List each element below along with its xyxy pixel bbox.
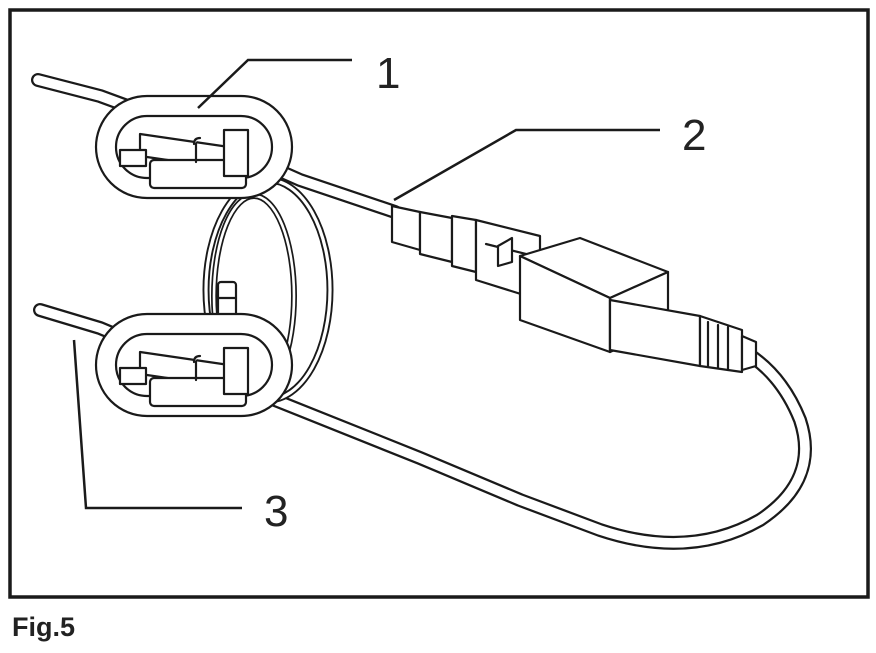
- leader-line-1: [197, 58, 352, 109]
- callout-2: 2: [682, 111, 706, 160]
- leader-line-2: [393, 128, 660, 202]
- lower-cord-hook: [94, 312, 294, 418]
- tool-plug: [390, 204, 542, 302]
- upper-cord-hook: [94, 94, 294, 200]
- callout-1: 1: [376, 49, 400, 98]
- callout-3: 3: [264, 487, 288, 536]
- extension-socket: [518, 236, 758, 374]
- leader-line-3: [72, 339, 242, 510]
- extension-cord: [33, 303, 812, 550]
- figure-caption: Fig.5: [12, 612, 76, 642]
